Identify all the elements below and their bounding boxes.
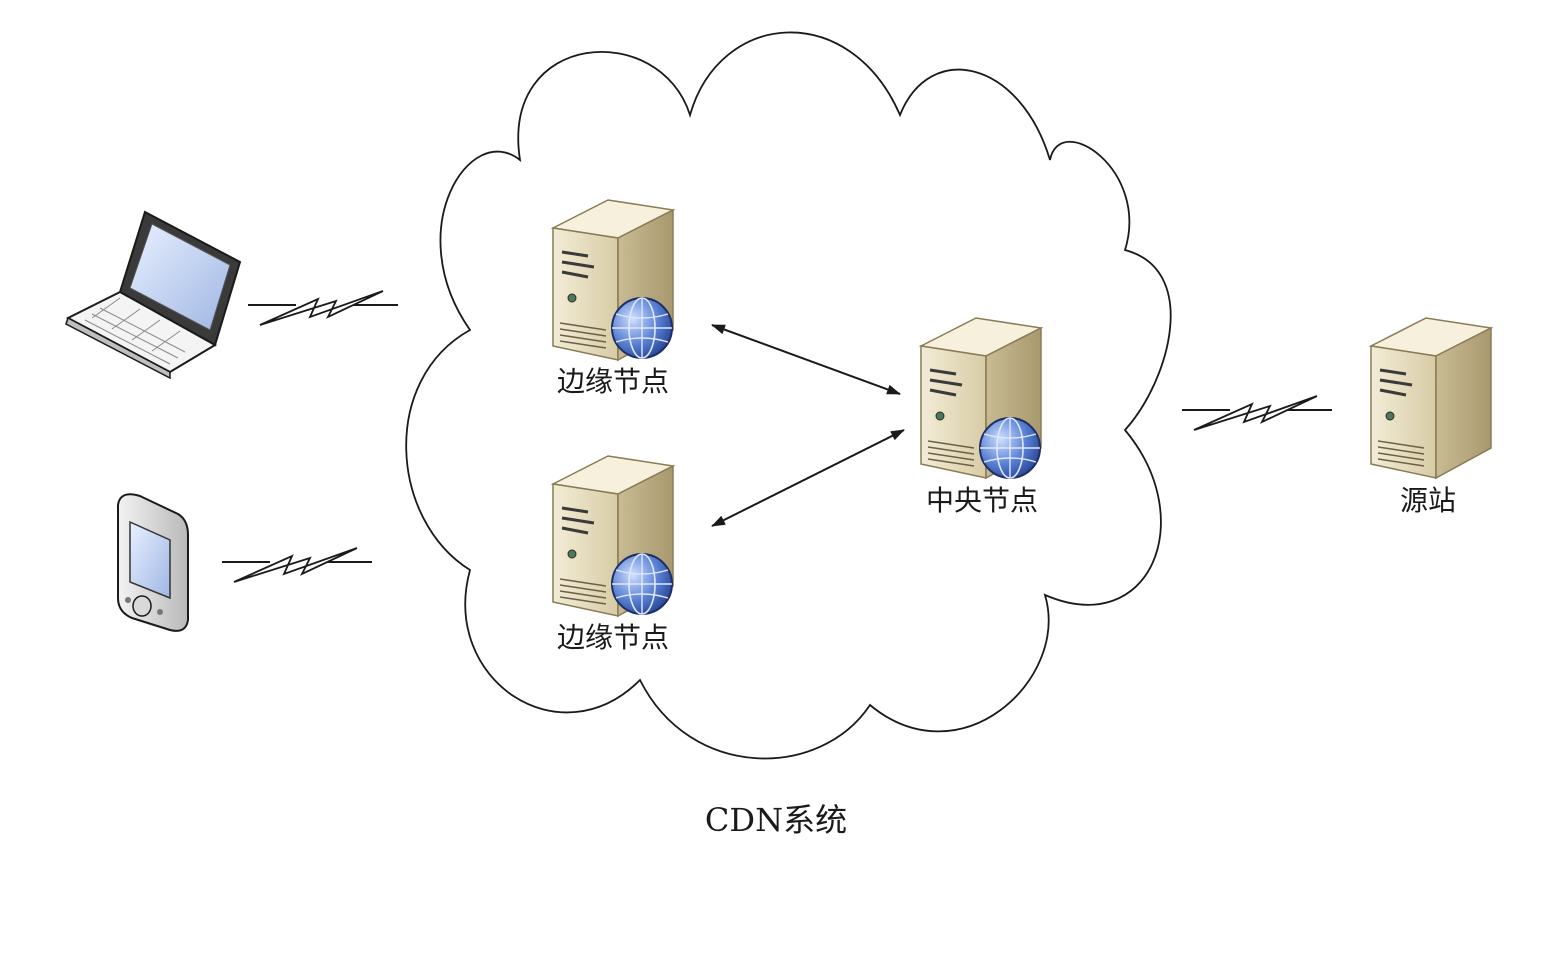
edge-node-bottom-server-icon [551,454,675,618]
arrow-edge-bottom-central [711,429,905,527]
edge-node-top-server-icon [551,198,675,362]
arrow-edge-top-central [711,324,901,395]
origin-server-icon [1369,316,1493,480]
central-node-label: 中央节点 [925,484,1039,517]
diagram-caption: CDN系统 [704,801,848,839]
wireless-link-phone [221,547,373,583]
central-node-server-icon [919,316,1043,480]
cdn-cloud [405,31,1172,760]
laptop-icon [65,210,242,380]
mobile-phone-icon [117,493,189,632]
edge-node-bottom-label: 边缘节点 [556,621,670,654]
origin-label: 源站 [1399,484,1457,517]
wireless-link-origin [1181,395,1333,431]
edge-node-top-label: 边缘节点 [556,365,670,398]
wireless-link-laptop [247,290,399,326]
